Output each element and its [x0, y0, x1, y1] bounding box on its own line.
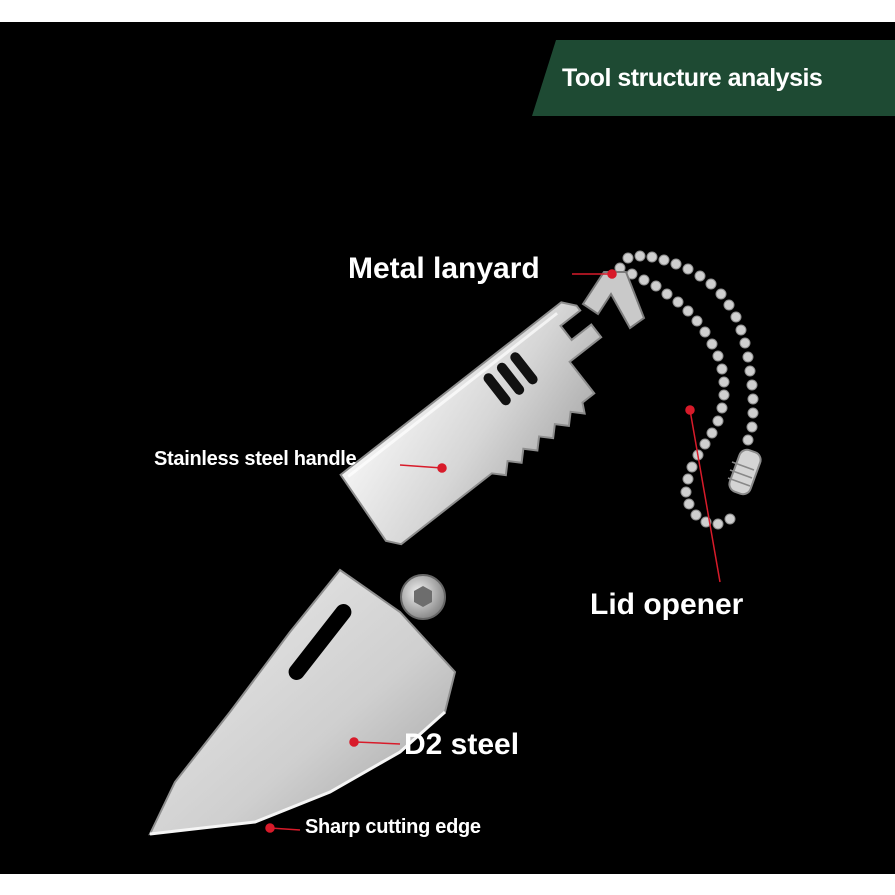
ball-chain — [614, 250, 759, 530]
knife-illustration — [148, 250, 762, 836]
chain-connector — [727, 448, 762, 496]
product-panel: Tool structure analysis Metal lanyard St… — [0, 22, 895, 874]
callout-metal-lanyard: Metal lanyard — [348, 252, 540, 285]
callout-leaders — [265, 269, 721, 833]
handle — [339, 301, 603, 546]
section-banner: Tool structure analysis — [532, 40, 895, 116]
blade-slot — [288, 604, 352, 680]
callout-blade-steel: D2 steel — [404, 728, 520, 761]
callout-lid-opener: Lid opener — [590, 588, 744, 621]
callout-cutting-edge: Sharp cutting edge — [305, 816, 481, 838]
banner-title: Tool structure analysis — [562, 64, 823, 92]
callout-handle: Stainless steel handle — [154, 448, 357, 470]
lanyard-clip — [581, 271, 646, 330]
